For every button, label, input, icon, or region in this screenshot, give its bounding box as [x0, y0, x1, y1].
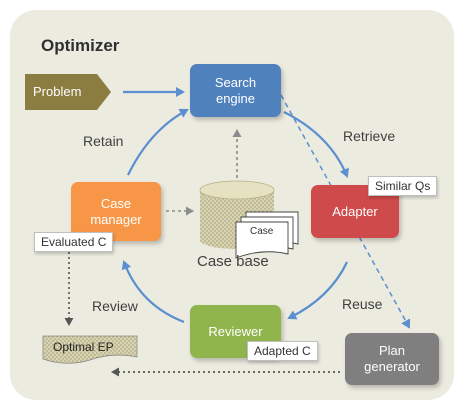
retrieve-label: Retrieve: [343, 128, 396, 144]
reuse-arrow: [287, 261, 348, 320]
evaluated-c-note: Evaluated C: [34, 232, 114, 252]
case-document-stack: [235, 211, 299, 259]
optimizer-title: Optimizer: [41, 36, 120, 55]
review-arrow: [121, 260, 185, 324]
case-document-label: Case: [250, 226, 274, 237]
problem-label: Problem: [33, 84, 82, 99]
review-label: Review: [92, 298, 138, 314]
search-engine-node: Search engine: [190, 64, 281, 117]
problem-shape: [25, 74, 111, 110]
case-manager-node: Case manager: [71, 182, 161, 241]
optimal-ep-label: Optimal EP: [53, 340, 114, 354]
retain-label: Retain: [83, 133, 124, 149]
similar-qs-note: Similar Qs: [368, 176, 438, 196]
case-base-label: Case base: [197, 253, 269, 270]
adapted-c-note: Adapted C: [247, 341, 318, 361]
search-to-plan-arrow: [280, 94, 410, 329]
retrieve-arrow: [283, 111, 349, 178]
plan-generator-node: Plan generator: [345, 333, 439, 385]
optimal-ep-note-shape: [42, 335, 138, 364]
reuse-label: Reuse: [342, 296, 383, 312]
retain-arrow: [127, 108, 189, 176]
